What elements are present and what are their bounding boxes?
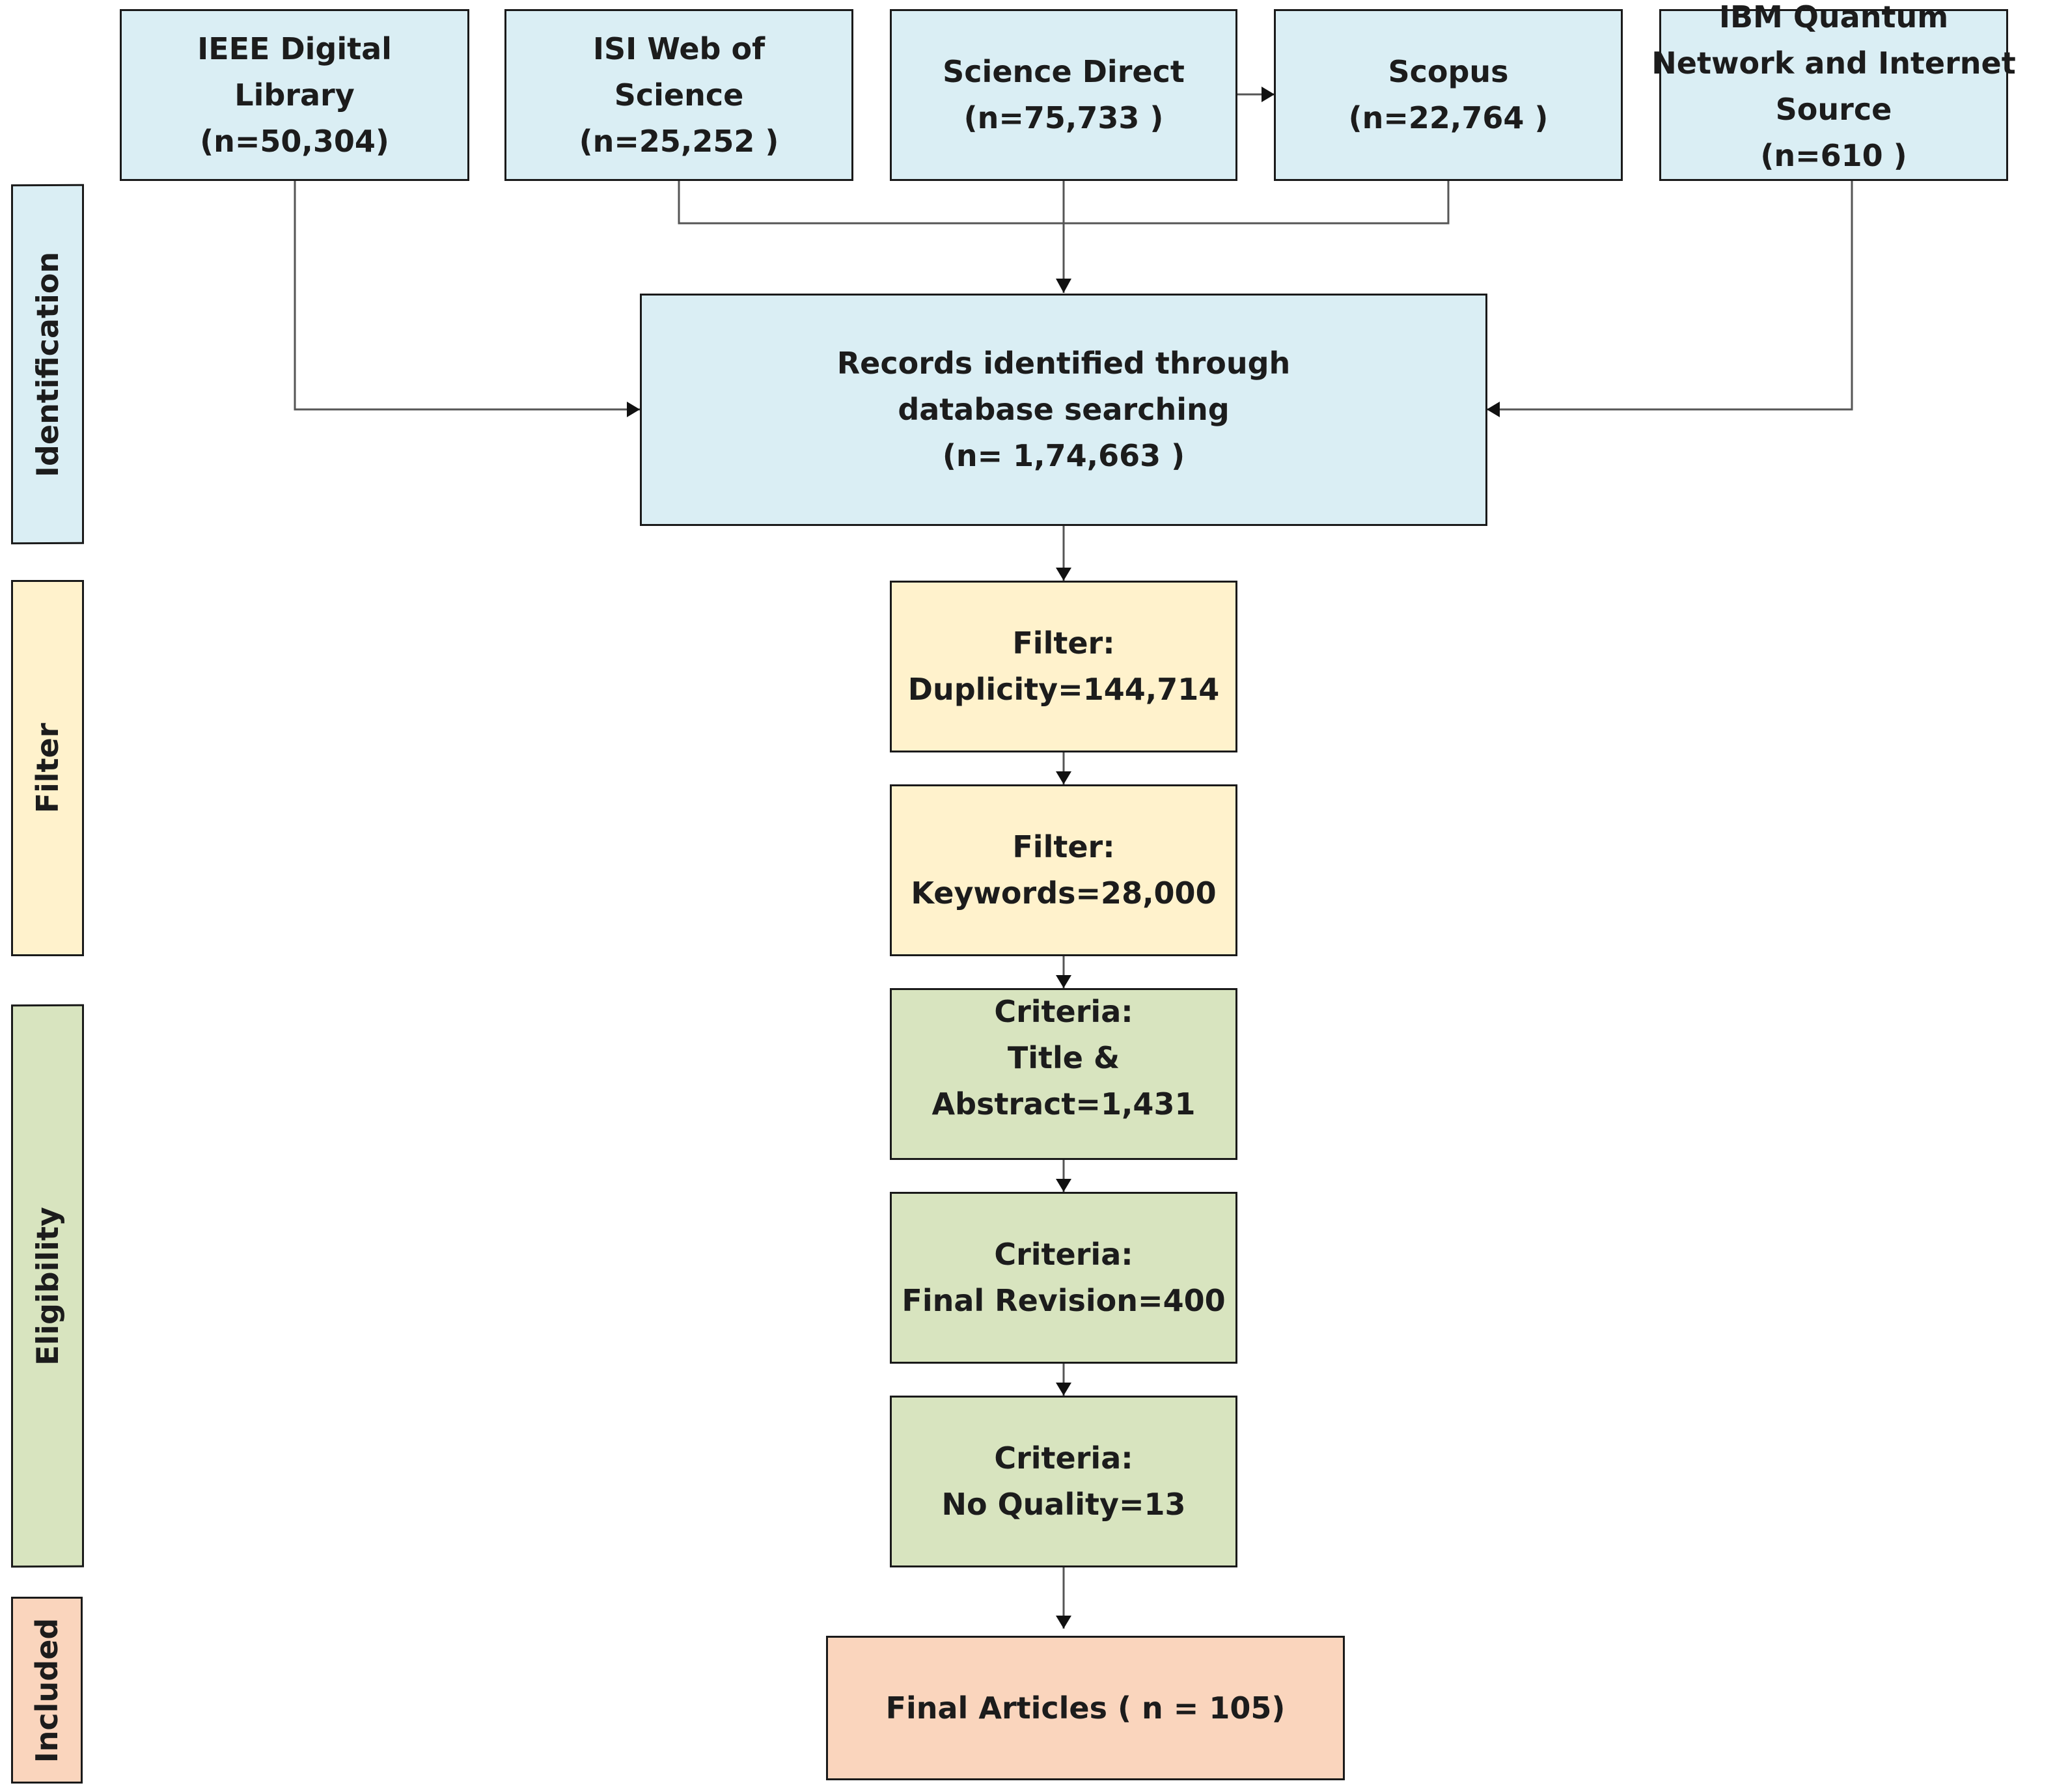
source-ieee-line-2: Library (234, 77, 355, 113)
criteria-title-abstract-value: Abstract=1,431 (931, 1086, 1196, 1122)
source-ibm-line-3: Source (1775, 92, 1892, 127)
records-count: (n= 1,74,663 ) (942, 438, 1185, 473)
criteria-no-quality-label: Criteria: (994, 1440, 1133, 1476)
arrowhead-ibm (1487, 402, 1500, 417)
arrowhead-final (1056, 1616, 1071, 1629)
source-sciencedirect-count: (n=75,733 ) (963, 100, 1164, 135)
arrowhead-quality (1056, 1383, 1071, 1396)
source-ibm-count: (n=610 ) (1760, 138, 1907, 173)
stage-filter-label: Filter (30, 723, 65, 814)
criteria-title-abstract-label: Criteria: (994, 994, 1133, 1029)
records-line-2: database searching (898, 392, 1230, 427)
source-scopus-box: Scopus (n=22,764 ) (1274, 9, 1623, 181)
arrowhead-title (1056, 975, 1071, 988)
connector-ieee-to-records (294, 180, 640, 411)
arrowhead-revision (1056, 1179, 1071, 1192)
arrowhead-scopus (1262, 87, 1275, 102)
source-ieee-count: (n=50,304) (200, 123, 389, 159)
source-isi-box: ISI Web of Science (n=25,252 ) (504, 9, 853, 181)
final-articles-box: Final Articles ( n = 105) (826, 1636, 1345, 1780)
records-identified-box: Records identified through database sear… (640, 294, 1487, 526)
source-scopus-count: (n=22,764 ) (1348, 100, 1549, 135)
source-isi-line-1: ISI Web of (592, 31, 765, 66)
stage-included: Included (11, 1597, 83, 1784)
stage-eligibility-label: Eligibility (30, 1206, 65, 1366)
criteria-no-quality-value: No Quality=13 (941, 1487, 1186, 1522)
filter-keywords-box: Filter: Keywords=28,000 (890, 784, 1237, 956)
source-ibm-line-1: IBM Quantum (1718, 0, 1949, 34)
source-scopus-line-1: Scopus (1388, 54, 1509, 89)
filter-keywords-label: Filter: (1012, 829, 1115, 864)
criteria-title-abstract-line-2: Title & (1007, 1040, 1120, 1075)
stage-identification-label: Identification (30, 251, 65, 477)
criteria-title-abstract-box: Criteria: Title & Abstract=1,431 (890, 988, 1237, 1160)
final-articles-label: Final Articles ( n = 105) (885, 1690, 1286, 1726)
source-sciencedirect-box: Science Direct (n=75,733 ) (890, 9, 1237, 181)
records-line-1: Records identified through (836, 346, 1291, 381)
source-ieee-line-1: IEEE Digital (197, 31, 392, 66)
criteria-final-revision-box: Criteria: Final Revision=400 (890, 1192, 1237, 1364)
source-isi-line-2: Science (614, 77, 744, 113)
source-sciencedirect-line-1: Science Direct (943, 54, 1185, 89)
criteria-final-revision-value: Final Revision=400 (902, 1283, 1226, 1318)
filter-duplicity-value: Duplicity=144,714 (907, 672, 1220, 707)
connector-ibm-to-records (1487, 180, 1853, 411)
stage-filter: Filter (11, 580, 84, 956)
stage-eligibility: Eligibility (11, 1004, 84, 1568)
source-ieee-box: IEEE Digital Library (n=50,304) (120, 9, 469, 181)
filter-duplicity-label: Filter: (1012, 626, 1115, 661)
stage-identification: Identification (11, 184, 84, 545)
arrowhead-ieee (627, 402, 640, 417)
source-isi-count: (n=25,252 ) (579, 123, 779, 159)
filter-duplicity-box: Filter: Duplicity=144,714 (890, 581, 1237, 752)
criteria-no-quality-box: Criteria: No Quality=13 (890, 1396, 1237, 1567)
arrowhead-duplicity (1056, 568, 1071, 581)
arrowhead-sciencedirect (1056, 279, 1071, 293)
source-ibm-box: IBM Quantum Network and Internet Source … (1651, 0, 2016, 181)
criteria-final-revision-label: Criteria: (994, 1237, 1133, 1272)
source-ibm-line-2: Network and Internet (1651, 46, 2016, 81)
arrowhead-keywords (1056, 771, 1071, 784)
filter-keywords-value: Keywords=28,000 (911, 875, 1217, 911)
stage-included-label: Included (29, 1618, 64, 1763)
